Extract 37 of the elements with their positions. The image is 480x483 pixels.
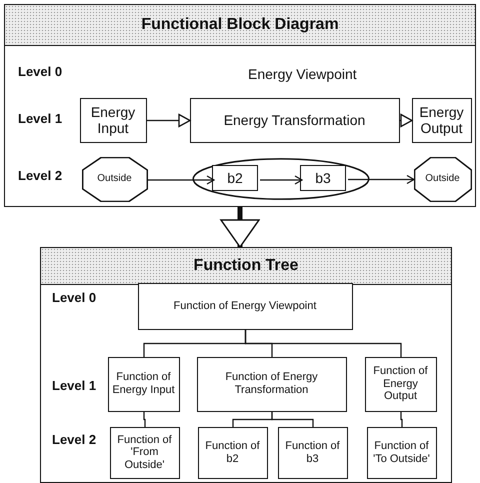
panel-title: Function Tree (41, 248, 451, 285)
level-label: Level 1 (18, 111, 62, 126)
process-box: Function of b2 (198, 426, 268, 478)
arrow (260, 175, 303, 185)
diagram-panel (40, 247, 452, 483)
connector-line (244, 330, 402, 357)
arrow (348, 174, 415, 184)
process-box: Function of Energy Viewpoint (138, 282, 352, 330)
grouping-ellipse (192, 158, 370, 200)
process-box: Energy Input (80, 98, 146, 142)
octagon-node: Outside (82, 156, 148, 202)
process-box: Energy Output (412, 98, 472, 142)
level-label: Level 2 (18, 168, 62, 183)
process-box: b3 (300, 165, 346, 191)
arrow (148, 175, 215, 185)
octagon-node: Outside (414, 156, 472, 202)
process-box: Function of Energy Transformation (196, 356, 346, 412)
level-label: Level 0 (18, 64, 62, 79)
arrow (147, 114, 191, 128)
process-box: Function of 'From Outside' (110, 426, 180, 478)
process-box: b2 (212, 165, 258, 191)
diagram-panel (4, 4, 476, 207)
viewpoint-label: Energy Viewpoint (248, 66, 357, 82)
process-box: Function of Energy Input (108, 356, 180, 412)
connector-line (271, 412, 314, 427)
arrow (400, 114, 413, 128)
process-box: Energy Transformation (190, 98, 400, 142)
connector-line (143, 412, 146, 427)
connector-line (400, 412, 403, 427)
process-box: Function of b3 (278, 426, 348, 478)
level-label: Level 2 (52, 432, 96, 447)
block-arrow (220, 207, 260, 248)
process-box: Function of 'To Outside' (366, 426, 436, 478)
level-label: Level 0 (52, 290, 96, 305)
panel-title: Functional Block Diagram (5, 5, 475, 46)
process-box: Function of Energy Output (364, 356, 436, 412)
level-label: Level 1 (52, 378, 96, 393)
